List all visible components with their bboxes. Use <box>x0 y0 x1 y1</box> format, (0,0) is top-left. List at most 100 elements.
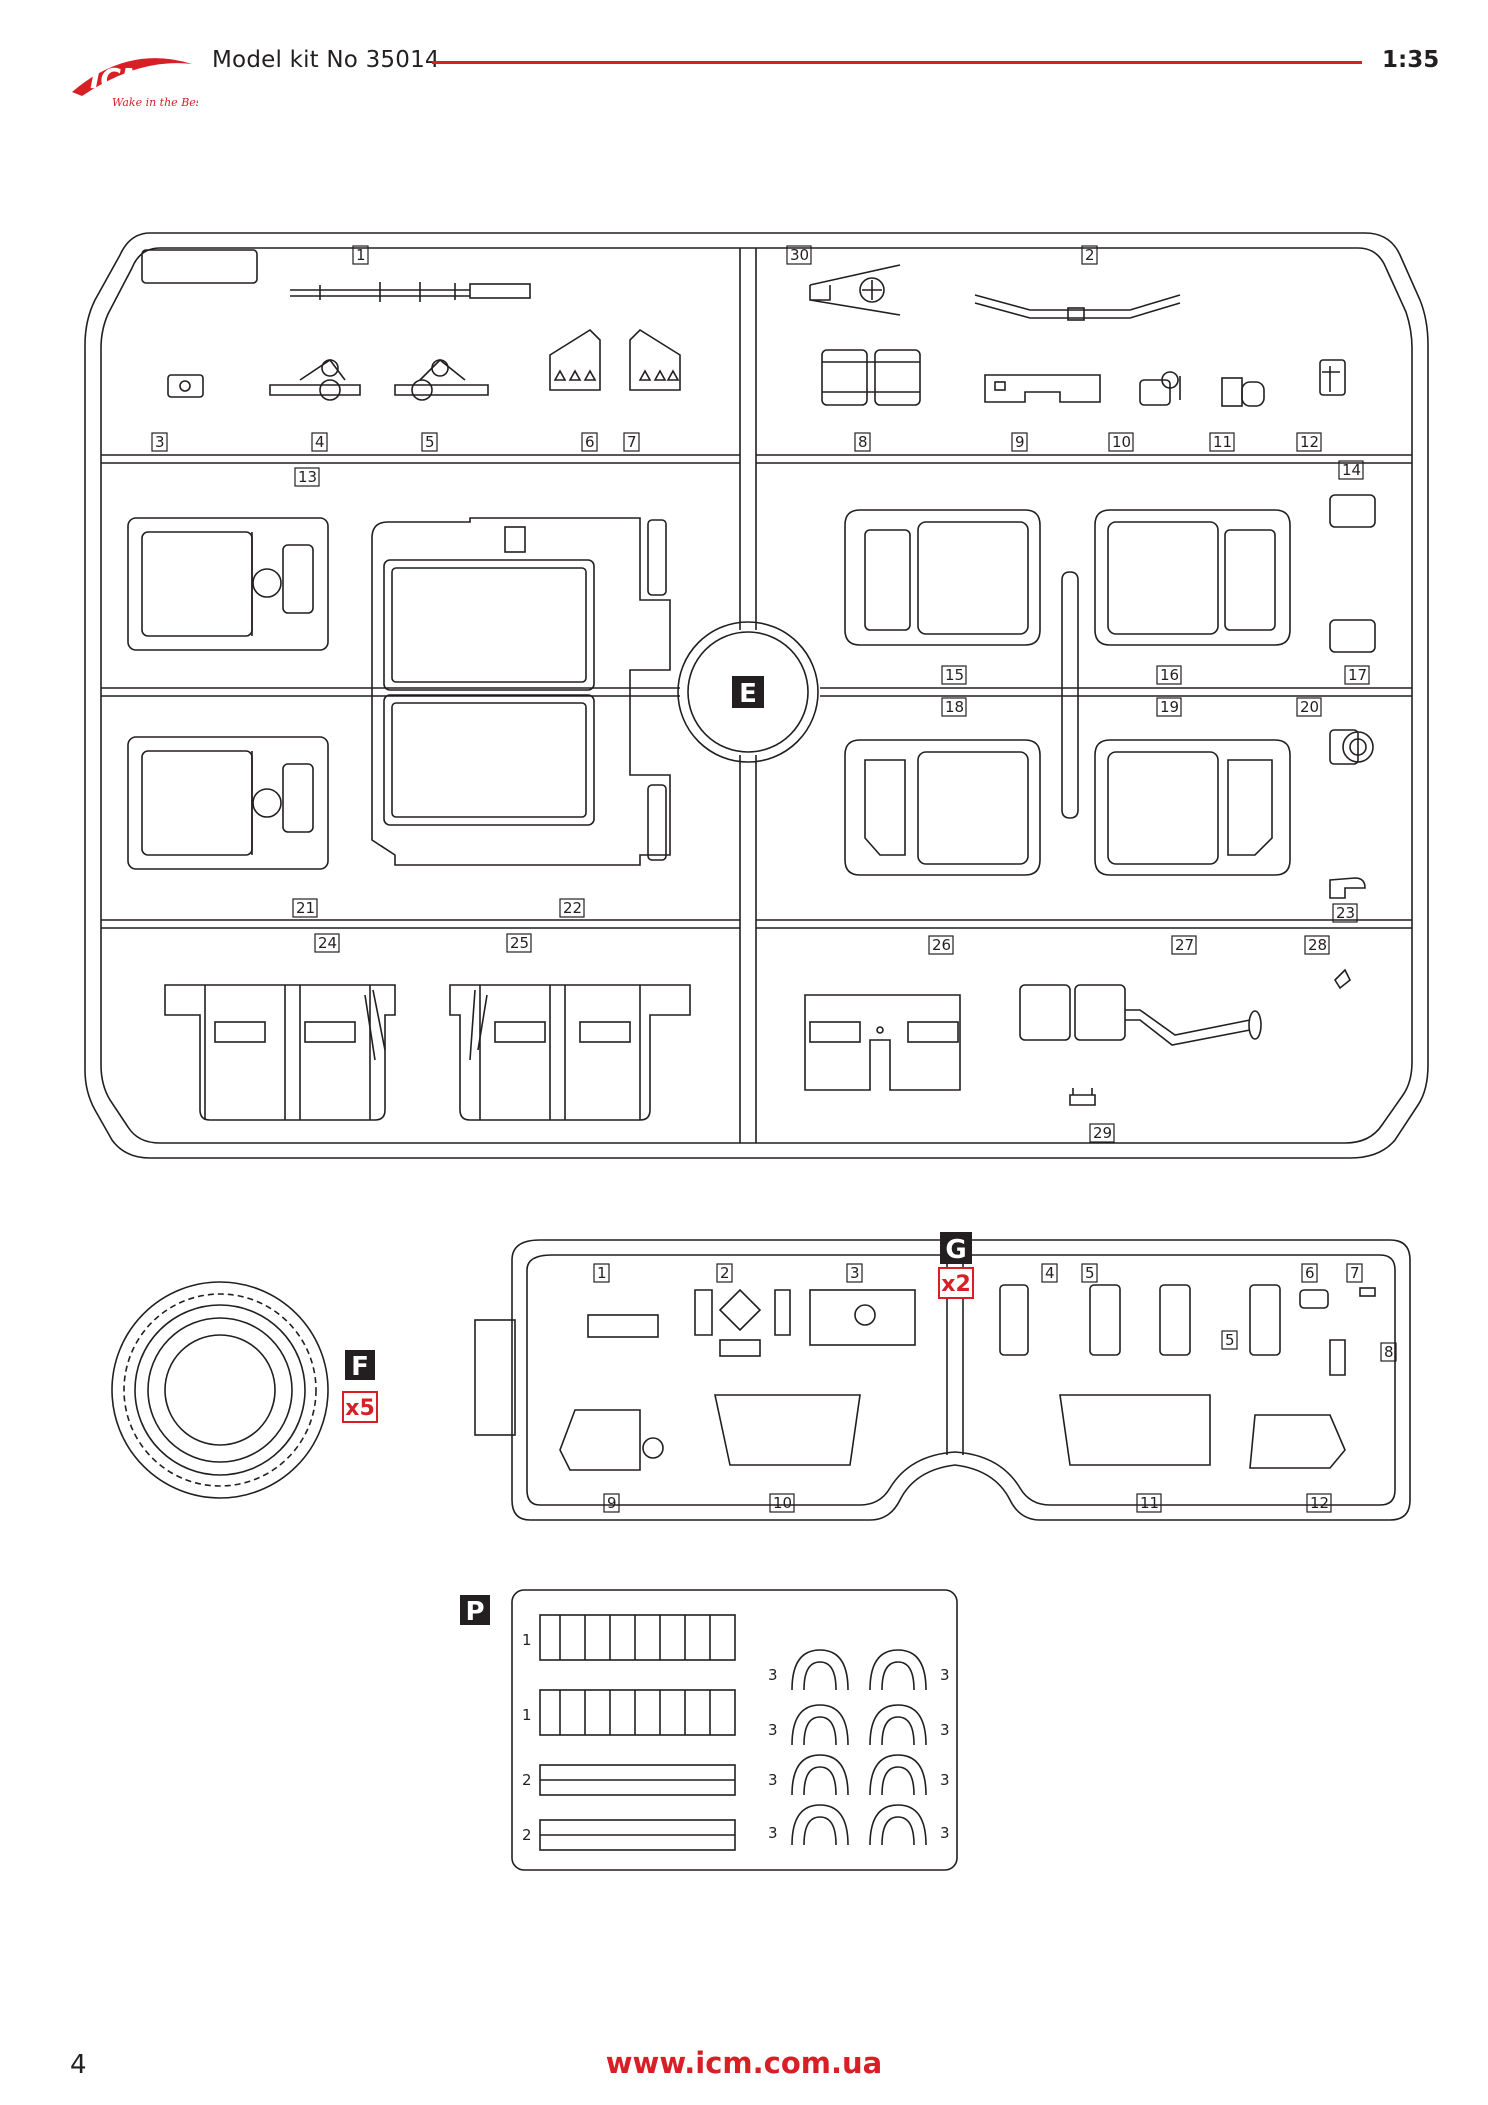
sprue-e-part-label-5: 5 <box>425 433 435 451</box>
sprue-e-part-label-22: 22 <box>563 899 582 917</box>
sprue-g-part-label-0: 1 <box>597 1264 607 1282</box>
sprue-e-part-15 <box>844 509 1041 646</box>
footer-url[interactable]: www.icm.com.ua <box>605 2046 883 2080</box>
sprue-e-part-label-15: 15 <box>945 666 964 684</box>
sprue-e-part-3 <box>167 374 204 398</box>
sprue-g-letter: G <box>945 1235 966 1265</box>
sprue-g-part-label-10: 10 <box>773 1494 792 1512</box>
sprue-e-badge: E <box>732 676 764 709</box>
sprue-e-part-label-13-box <box>294 467 320 487</box>
sprue-e-part-label-23: 23 <box>1336 904 1355 922</box>
sprue-p-right-label: 3 <box>768 1721 778 1739</box>
sprue-g-part-label-12-box <box>1306 1493 1332 1513</box>
sprue-e-part-label-11-box <box>1209 432 1235 452</box>
sprue-p-badge: P <box>460 1595 490 1627</box>
sprue-g-part-5 <box>1089 1284 1121 1356</box>
sprue-e-part-25 <box>449 984 691 1121</box>
sprue-g-part-11 <box>1059 1394 1211 1466</box>
sprue-p-right-label: 3 <box>940 1824 950 1842</box>
sprue-e-part-label-5-box <box>421 432 438 452</box>
sprue-e-part-label-22-box <box>559 898 585 918</box>
sprue-p-right-label: 3 <box>768 1771 778 1789</box>
sprue-g-part-label-11-box <box>1136 1493 1162 1513</box>
sprue-e-part-29 <box>1069 1088 1096 1106</box>
sprue-g-part-8 <box>1329 1339 1346 1376</box>
sprue-p-right-label: 3 <box>940 1666 950 1684</box>
sprue-e-part-20 <box>1329 729 1374 765</box>
sprue-g-badge: G x2 <box>938 1232 974 1299</box>
sprue-g-part-label-10-box <box>769 1493 795 1513</box>
sprue-p-left-label: 1 <box>522 1631 532 1649</box>
sprue-e-part-label-29-box <box>1089 1123 1115 1143</box>
sprue-g-part-label-7-box <box>1346 1263 1363 1283</box>
sprue-e-part-label-2-box <box>1081 245 1098 265</box>
sprue-p-right-label: 3 <box>768 1824 778 1842</box>
sprue-e-part-label-13: 13 <box>298 468 317 486</box>
sprue-g-part-label-9-box <box>603 1493 620 1513</box>
sprue-e-part-1 <box>141 249 531 302</box>
icm-logo: ICM Wake in the Best <box>68 52 206 112</box>
sprue-e-part-label-25-box <box>506 933 532 953</box>
sprue-e-part-24 <box>164 984 396 1121</box>
sprue-e-part-label-25: 25 <box>510 934 529 952</box>
sprue-e-part-14 <box>1329 494 1376 528</box>
sprue-g-part-label-4: 5 <box>1085 1264 1095 1282</box>
sprue-g-part-3 <box>809 1289 916 1346</box>
sprue-e-part-10 <box>1139 371 1181 406</box>
sprue-e-part-26 <box>804 994 961 1091</box>
sprue-p-right-label: 3 <box>940 1771 950 1789</box>
brand-tagline: Wake in the Best <box>112 96 198 108</box>
sprue-e-part-label-19-box <box>1156 697 1182 717</box>
sprue-e-part-label-11: 11 <box>1213 433 1232 451</box>
sprue-g-part-4 <box>999 1284 1029 1356</box>
sprue-e-part-label-26: 26 <box>932 936 951 954</box>
sprue-e-part-18 <box>844 739 1041 876</box>
sprue-e-letter: E <box>739 679 757 709</box>
sprue-p-right-label: 3 <box>940 1721 950 1739</box>
sprue-e-part-6 <box>549 328 601 391</box>
sprue-e-part-label-8: 8 <box>858 433 868 451</box>
sprue-e-part-label-9: 9 <box>1015 433 1025 451</box>
sprue-g-part-label-7: 7 <box>1350 1264 1360 1282</box>
sprue-g-part-label-1-box <box>716 1263 733 1283</box>
sprue-e-part-4 <box>269 358 361 401</box>
sprue-e-part-label-23-box <box>1332 903 1358 923</box>
sprue-e-part-label-19: 19 <box>1160 698 1179 716</box>
sprue-e-part-22 <box>371 517 671 866</box>
sprue-g-part-label-4-box <box>1081 1263 1098 1283</box>
sprue-e-part-label-28-box <box>1304 935 1330 955</box>
sprue-g-part-label-11: 11 <box>1140 1494 1159 1512</box>
sprue-p-right-label: 3 <box>768 1666 778 1684</box>
sprue-e-part-label-29: 29 <box>1093 1124 1112 1142</box>
sprue-g-part-label-9: 9 <box>607 1494 617 1512</box>
sprue-e-part-label-17-box <box>1344 665 1370 685</box>
sprue-g-part-label-8: 8 <box>1384 1343 1394 1361</box>
sprue-e-part-19 <box>1094 739 1291 876</box>
sprue-e-frame <box>84 232 1429 1159</box>
sprue-e-part-label-2: 2 <box>1085 246 1095 264</box>
sprue-e-part-11 <box>1221 377 1265 407</box>
sprue-p-left-label: 2 <box>522 1771 532 1789</box>
sprue-g-part-label-5: 5 <box>1225 1331 1235 1349</box>
sprue-e-part-label-7: 7 <box>627 433 637 451</box>
sprue-f-badge: F x5 <box>342 1350 378 1423</box>
page-number: 4 <box>70 2050 87 2080</box>
sprue-e-part-label-6-box <box>581 432 598 452</box>
sprue-f-tire <box>111 1281 329 1499</box>
sprue-p-left-label: 1 <box>522 1706 532 1724</box>
sprue-e-part-9 <box>984 374 1101 403</box>
sprue-g-part-12 <box>1249 1414 1346 1469</box>
sprue-e-part-label-15-box <box>941 665 967 685</box>
sprue-e-part-28 <box>1333 968 1352 990</box>
scale-label: 1:35 <box>1382 47 1440 73</box>
sprue-e-part-label-16: 16 <box>1160 666 1179 684</box>
sprue-g-part-label-5-box <box>1221 1330 1238 1350</box>
sprue-e-part-label-21: 21 <box>296 899 315 917</box>
sprue-e-part-23 <box>1329 877 1366 899</box>
sprue-e-part-label-6: 6 <box>585 433 595 451</box>
header-rule <box>432 61 1362 64</box>
sprue-e-part-label-30: 30 <box>790 246 809 264</box>
